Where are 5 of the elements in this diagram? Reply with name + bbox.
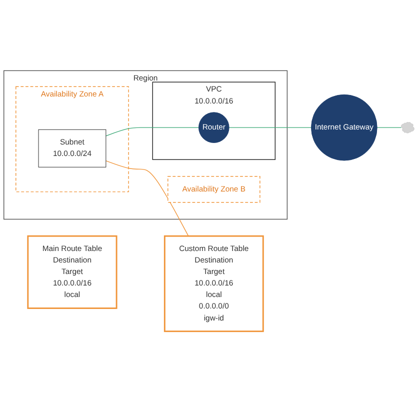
connector [228, 127, 312, 128]
connector [106, 160, 189, 236]
connector [376, 127, 402, 128]
node-cloud [401, 122, 414, 134]
connector [106, 127, 200, 136]
